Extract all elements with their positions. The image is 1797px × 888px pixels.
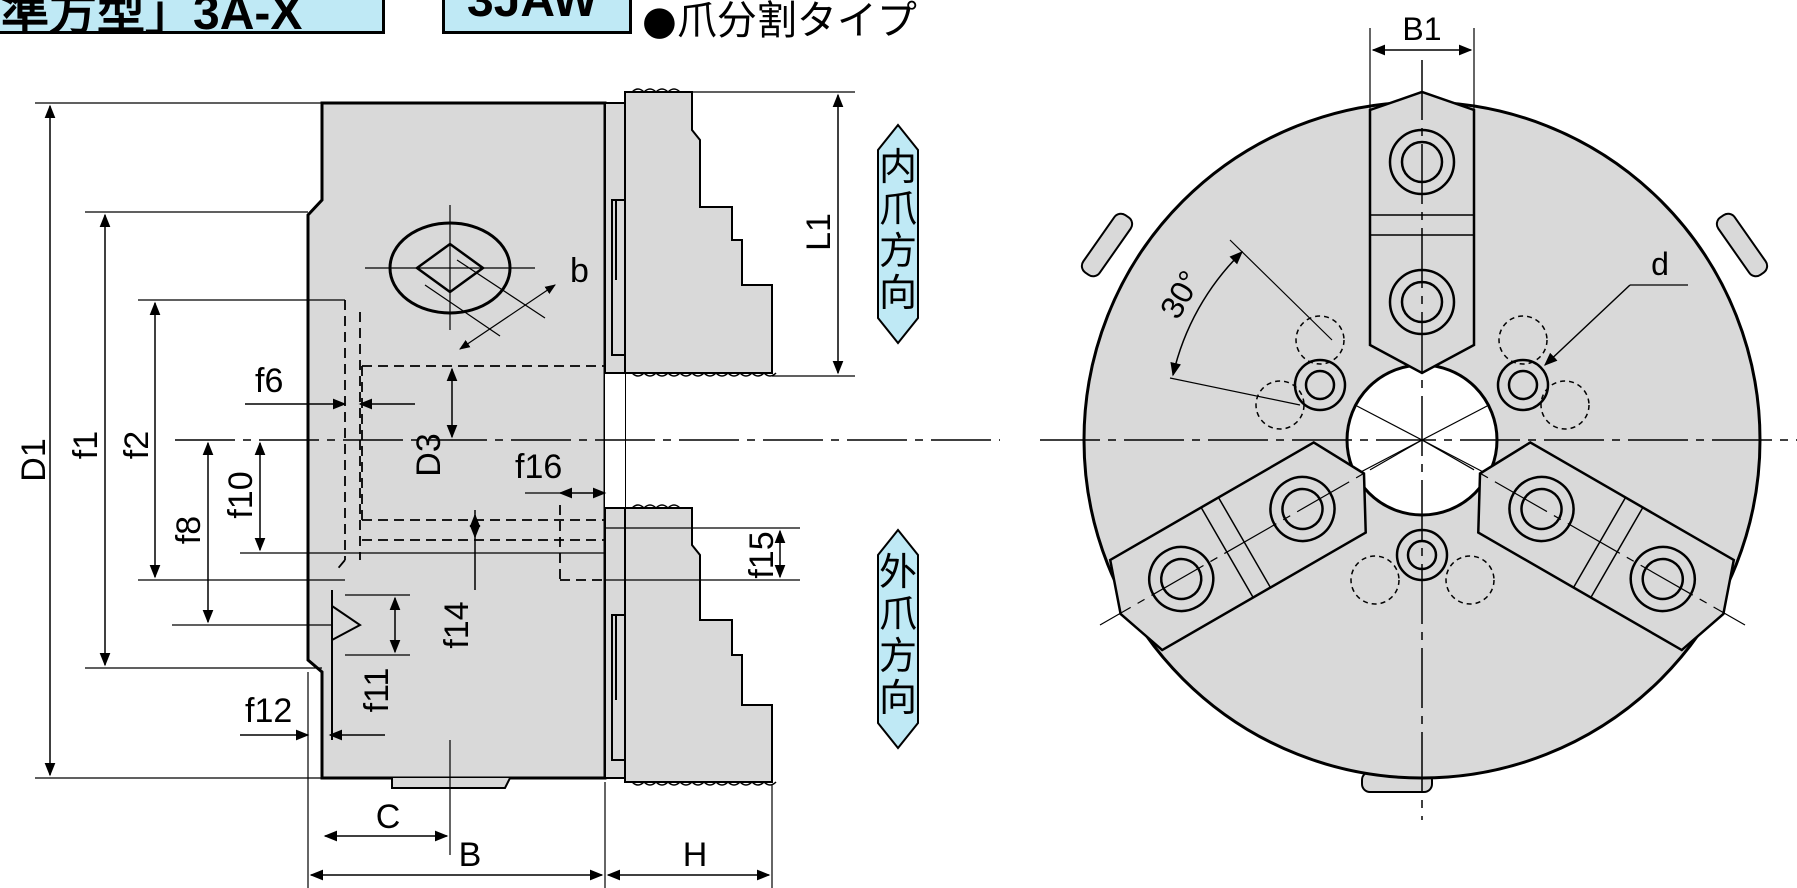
label-f12: f12 <box>245 692 292 730</box>
label-f11: f11 <box>358 668 396 713</box>
badge-inner-text-3: 方 <box>879 231 917 273</box>
label-f2: f2 <box>118 431 156 459</box>
upper-jaw-serration <box>631 88 777 377</box>
badge-inner-text-4: 向 <box>879 273 917 315</box>
label-d: d <box>1651 246 1669 282</box>
upper-jaw <box>624 91 773 374</box>
label-f14: f14 <box>438 601 476 648</box>
code-title-text: 3JAW <box>467 0 598 27</box>
badge-outer <box>877 528 919 750</box>
badge-inner <box>877 123 919 345</box>
badge-outer-text-2: 爪 <box>879 594 917 636</box>
label-D3: D3 <box>410 433 448 476</box>
label-f6: f6 <box>255 362 283 400</box>
body-bolts-hidden <box>1255 315 1590 605</box>
badge-text-group: 内 爪 方 向 外 爪 方 向 <box>879 147 917 720</box>
lower-jaw-steps <box>611 614 625 761</box>
label-f8: f8 <box>170 516 208 544</box>
model-title-box: 準方型」3A-X <box>0 0 385 34</box>
lower-jaw <box>624 507 773 783</box>
badge-inner-text-2: 爪 <box>879 189 917 231</box>
label-H: H <box>683 836 708 874</box>
label-f16: f16 <box>515 448 562 486</box>
label-f1: f1 <box>67 431 105 459</box>
side-labels: D1 f1 f2 f8 f10 f6 D3 f14 f16 f15 f11 f1… <box>15 213 838 874</box>
label-B: B <box>459 836 482 874</box>
code-title-box: 3JAW <box>442 0 632 34</box>
front-view <box>1040 28 1797 820</box>
side-view <box>35 88 1000 888</box>
label-D1: D1 <box>15 438 53 481</box>
label-f10: f10 <box>222 471 260 518</box>
bottom-tab <box>391 777 511 789</box>
badge-outer-text-4: 向 <box>879 678 917 720</box>
type-title-text: ●爪分割タイプ <box>642 0 917 44</box>
rim-bump-left <box>1080 212 1134 278</box>
stop-mark <box>331 605 362 641</box>
label-b: b <box>570 252 589 290</box>
badge-outer-text-1: 外 <box>879 552 917 594</box>
label-B1: B1 <box>1402 11 1441 47</box>
model-title-text: 準方型」3A-X <box>1 0 303 34</box>
label-C: C <box>376 798 401 836</box>
label-f15: f15 <box>743 531 781 578</box>
badge-inner-text-1: 内 <box>879 147 917 189</box>
badge-outer-text-3: 方 <box>879 636 917 678</box>
hidden-lines <box>334 300 605 581</box>
rim-bump-right <box>1715 212 1769 278</box>
lower-jaw-serration <box>631 504 777 786</box>
upper-jaw-steps <box>611 199 625 356</box>
label-L1: L1 <box>800 213 838 251</box>
